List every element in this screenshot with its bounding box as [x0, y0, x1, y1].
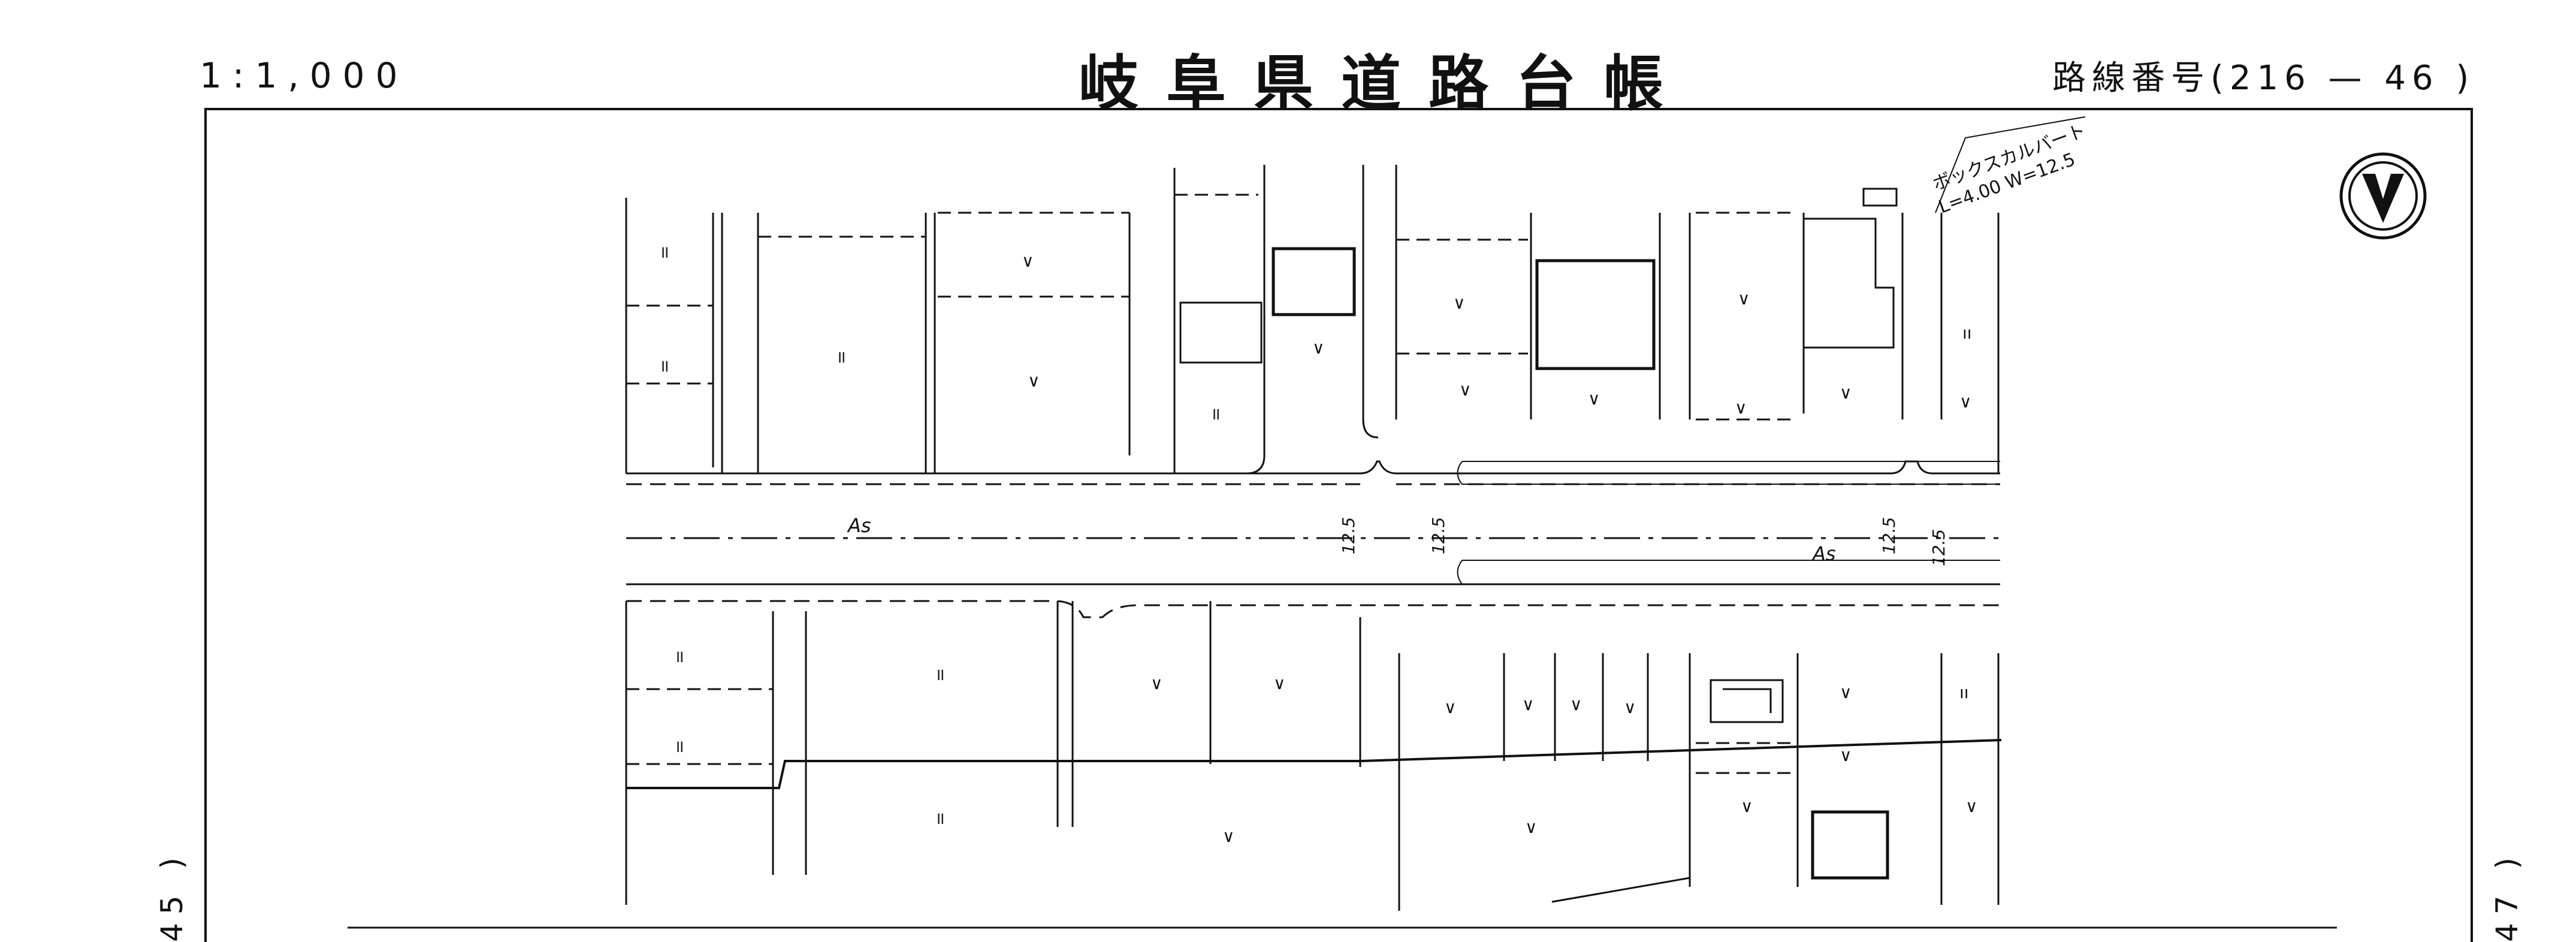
field-symbol: ∨ — [1588, 389, 1600, 409]
map-frame — [204, 108, 2473, 942]
parcel-boundary — [1802, 213, 2000, 473]
field-symbol: ∨ — [1738, 289, 1750, 309]
north-arrow-icon — [2339, 152, 2427, 240]
orchard-symbol: ıı — [1962, 323, 1972, 343]
paddy-symbol: ॥ — [674, 647, 684, 666]
road-width-label: 12.5 — [1339, 517, 1358, 554]
road-edge — [1551, 877, 1690, 903]
parcel-boundary — [925, 213, 936, 473]
field-symbol: ∨ — [1735, 398, 1747, 418]
field-symbol: ∨ — [1959, 392, 1972, 412]
field-symbol: ∨ — [1028, 371, 1040, 391]
building — [1179, 301, 1263, 364]
field-symbol: ∨ — [1840, 745, 1852, 765]
parcel-boundary — [1530, 213, 1691, 419]
parcel-boundary — [625, 601, 807, 905]
road-edge-north — [626, 460, 2000, 475]
road-width-label: 12.5 — [1929, 529, 1949, 566]
field-symbol: ∨ — [1624, 698, 1636, 717]
culvert-leader — [1935, 116, 2086, 213]
field-symbol: ∨ — [1840, 383, 1852, 403]
page-title: 岐阜県道路台帳 — [1079, 49, 1691, 119]
paddy-symbol: ॥ — [935, 665, 945, 684]
building — [1811, 810, 1889, 880]
parcel-boundary — [626, 304, 713, 385]
building — [1272, 247, 1356, 316]
parcel-boundary — [712, 213, 723, 473]
field-symbol: ∨ — [1840, 683, 1852, 702]
parcel-boundary — [758, 212, 1130, 298]
road-edge-south-2 — [626, 600, 2000, 618]
field-symbol: ∨ — [1273, 674, 1286, 693]
parcel-boundary — [1056, 601, 1074, 827]
route-number: 路線番号(216 — 46 ) — [2052, 59, 2475, 98]
paddy-symbol: ॥ — [659, 242, 669, 262]
paddy-symbol: ॥ — [1210, 404, 1221, 424]
parcel-boundary — [1398, 653, 1649, 911]
parcel-boundary — [626, 739, 2002, 789]
field-symbol: ∨ — [1522, 695, 1535, 714]
curb-line-north — [1457, 461, 2000, 485]
field-symbol: ∨ — [1570, 695, 1583, 714]
paddy-symbol: ॥ — [836, 347, 846, 367]
field-symbol: ∨ — [1022, 251, 1034, 271]
road-width-label: 12.5 — [1879, 517, 1899, 554]
paddy-symbol: ॥ — [659, 356, 669, 376]
parcel-boundary — [626, 688, 773, 765]
field-symbol: ∨ — [1741, 796, 1753, 816]
curb-line-south — [1457, 560, 2000, 585]
parcel-boundary — [1246, 165, 1379, 475]
field-symbol: ∨ — [1965, 796, 1978, 816]
map-scale: 1:1,000 — [200, 55, 409, 96]
pavement-label: As — [1811, 542, 1836, 565]
field-symbol: ∨ — [1312, 338, 1325, 358]
pavement-label: As — [847, 514, 871, 537]
field-symbol: ∨ — [1150, 674, 1163, 693]
paddy-symbol: ॥ — [935, 808, 945, 828]
parcel-boundary — [1689, 653, 2000, 905]
road-width-label: 12.5 — [1429, 517, 1448, 554]
parcel-boundary — [1174, 194, 1792, 421]
paddy-symbol: ॥ — [674, 736, 684, 756]
building — [1535, 259, 1656, 370]
field-symbol: ∨ — [1453, 293, 1466, 313]
field-symbol: ∨ — [1222, 826, 1235, 846]
field-symbol: ∨ — [1525, 817, 1538, 837]
building — [1710, 679, 1784, 723]
parcel-boundary — [1209, 601, 1361, 767]
building — [1862, 188, 1898, 207]
building — [1802, 218, 1895, 349]
field-symbol: ∨ — [1444, 698, 1457, 717]
orchard-symbol: ıı — [1959, 683, 1969, 702]
field-symbol: ∨ — [1459, 380, 1472, 400]
parcel-boundary — [1696, 742, 1798, 774]
